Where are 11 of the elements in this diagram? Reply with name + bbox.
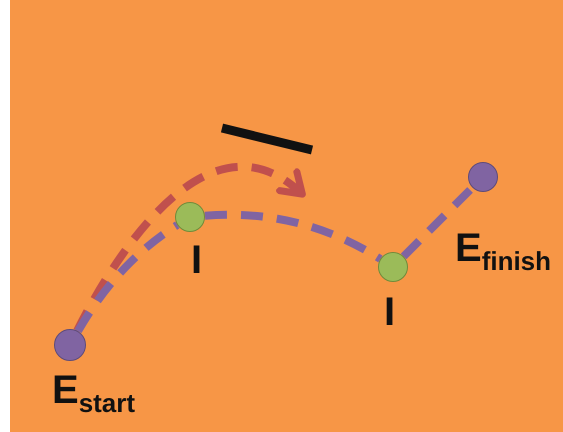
node-label: E$_{start}$ bbox=[52, 370, 136, 416]
state-circle bbox=[378, 252, 408, 282]
dashed-line bbox=[74, 222, 180, 334]
state-circle bbox=[468, 162, 498, 192]
state-circle bbox=[175, 202, 205, 232]
state-circle bbox=[54, 329, 86, 361]
node-label: I bbox=[384, 292, 396, 332]
node-label: I bbox=[191, 240, 202, 280]
dashed-line bbox=[204, 210, 382, 262]
node-label: E$_{finish}$ bbox=[455, 228, 552, 274]
dashed-line bbox=[400, 184, 476, 260]
